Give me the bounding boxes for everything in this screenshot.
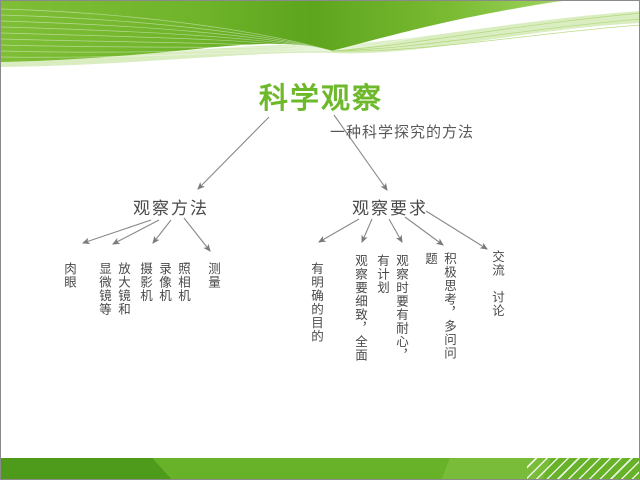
leaf-communicate-discuss: 交流 讨论	[490, 250, 505, 318]
leaf-think-ask-questions: 积极思考，多问问 题	[423, 252, 457, 360]
leaf-measurement: 测量	[206, 262, 221, 289]
footer-bar-dark-segment	[1, 458, 173, 479]
footer-bar-graphic	[1, 458, 639, 479]
leaf-clear-purpose: 有明确的目的	[309, 262, 324, 343]
slide-title: 科学观察	[258, 81, 383, 115]
footer-bar-light-segment	[441, 458, 551, 479]
leaf-magnifier-microscope: 放大镜和 显微镜等	[97, 262, 131, 316]
branch-node-observation-methods: 观察方法	[133, 199, 209, 219]
leaf-patient-planned: 观察时要有耐心， 有计划	[375, 254, 409, 362]
leaf-careful-comprehensive: 观察要细致，全面	[353, 254, 368, 362]
slide-subtitle: 一种科学探究的方法	[330, 123, 475, 141]
leaf-naked-eye: 肉眼	[62, 262, 77, 289]
branch-node-observation-requirements: 观察要求	[352, 199, 428, 219]
footer-bar-striped-segment	[527, 458, 639, 479]
leaf-camera-recorder: 照相机 录像机 摄影机	[138, 262, 191, 303]
header-wave-graphic	[1, 1, 639, 67]
